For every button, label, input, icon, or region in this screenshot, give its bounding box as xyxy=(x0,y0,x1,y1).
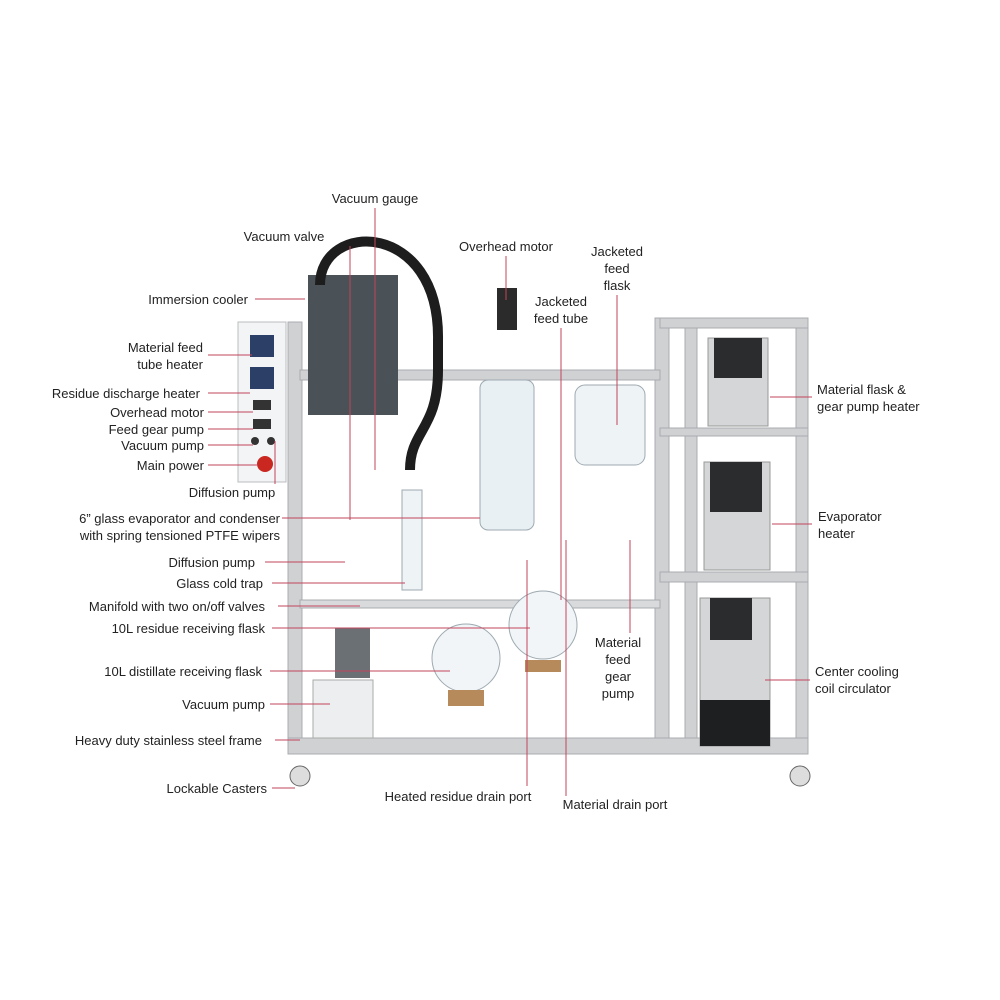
label-casters: Lockable Casters xyxy=(166,781,267,796)
label-vacuum-pump-panel: Vacuum pump xyxy=(121,438,204,453)
label-vacuum-valve: Vacuum valve xyxy=(243,229,325,244)
coolant-hose xyxy=(315,236,444,471)
label-center-cooling: Center cooling coil circulator xyxy=(815,663,899,697)
leader-lines xyxy=(208,208,812,796)
diffusion-pump-body xyxy=(335,628,370,678)
label-line: Evaporator xyxy=(818,509,882,524)
label-line: with spring tensioned PTFE wipers xyxy=(79,528,280,543)
main-power-switch[interactable] xyxy=(257,456,273,472)
label-heated-residue-drain: Heated residue drain port xyxy=(384,789,532,804)
label-residue-discharge-heater: Residue discharge heater xyxy=(51,386,200,401)
diffusion-pump-switch[interactable] xyxy=(267,437,275,445)
label-line: feed xyxy=(605,652,631,667)
overhead-motor-display xyxy=(253,400,271,410)
label-line: feed tube xyxy=(533,311,589,326)
glass-evaporator xyxy=(479,379,535,531)
label-line: pump xyxy=(601,686,635,701)
label-overhead-motor-top: Overhead motor xyxy=(459,239,553,254)
immersion-cooler xyxy=(308,275,398,415)
label-glass-cold-trap: Glass cold trap xyxy=(176,576,263,591)
glass-cold-trap xyxy=(401,489,423,591)
label-material-feed-gear-pump: Material feed gear pump xyxy=(595,634,641,702)
label-line: gear xyxy=(604,669,632,684)
label-evaporator-condenser: 6” glass evaporator and condenser with s… xyxy=(79,510,280,544)
label-residue-flask: 10L residue receiving flask xyxy=(111,621,265,636)
caster-left xyxy=(289,765,311,787)
feed-pump-display xyxy=(253,419,271,429)
label-line: coil circulator xyxy=(815,681,891,696)
jacketed-feed-flask xyxy=(574,384,646,466)
stainless-frame xyxy=(287,317,809,755)
residue-flask-stand xyxy=(525,660,561,672)
label-diffusion-pump: Diffusion pump xyxy=(168,555,255,570)
caster-right xyxy=(789,765,811,787)
residue-heater-display xyxy=(250,367,274,389)
label-line: gear pump heater xyxy=(817,399,920,414)
label-material-drain: Material drain port xyxy=(562,797,668,812)
label-line: tube heater xyxy=(137,357,203,372)
distillate-flask xyxy=(431,623,501,693)
vacuum-pump xyxy=(312,679,374,739)
label-distillate-flask: 10L distillate receiving flask xyxy=(104,664,262,679)
label-jacketed-feed-tube: Jacketed feed tube xyxy=(534,293,588,327)
vacuum-pump-switch[interactable] xyxy=(251,437,259,445)
residue-flask xyxy=(508,590,578,660)
label-jacketed-feed-flask: Jacketed feed flask xyxy=(591,243,643,294)
label-line: heater xyxy=(818,526,855,541)
label-immersion-cooler: Immersion cooler xyxy=(148,292,248,307)
label-diffusion-pump-panel: Diffusion pump xyxy=(188,485,276,500)
label-line: Material xyxy=(594,635,642,650)
heater-controller-top xyxy=(714,338,762,378)
circulator-base xyxy=(700,700,770,746)
label-line: Jacketed xyxy=(590,244,644,259)
label-line: Material flask & xyxy=(817,382,906,397)
label-material-flask-heater: Material flask & gear pump heater xyxy=(817,381,920,415)
label-material-feed-tube-heater: Material feed tube heater xyxy=(128,339,203,373)
feed-tube-heater-display xyxy=(250,335,274,357)
label-overhead-motor-panel: Overhead motor xyxy=(110,405,204,420)
distillate-flask-stand xyxy=(448,690,484,706)
label-frame: Heavy duty stainless steel frame xyxy=(74,733,262,748)
label-manifold: Manifold with two on/off valves xyxy=(88,599,265,614)
label-main-power: Main power xyxy=(136,458,204,473)
label-vacuum-pump: Vacuum pump xyxy=(182,697,265,712)
overhead-motor xyxy=(497,288,517,330)
label-line: flask xyxy=(603,278,631,293)
label-line: Center cooling xyxy=(815,664,899,679)
circulator-controller xyxy=(710,598,752,640)
label-evaporator-heater: Evaporator heater xyxy=(818,508,882,542)
label-feed-gear-pump: Feed gear pump xyxy=(108,422,204,437)
label-line: Jacketed xyxy=(534,294,588,309)
label-vacuum-gauge: Vacuum gauge xyxy=(331,191,419,206)
evaporator-heater-controller xyxy=(710,462,762,512)
label-line: feed xyxy=(604,261,630,276)
label-line: Material feed xyxy=(127,340,203,355)
label-line: 6” glass evaporator and condenser xyxy=(79,511,280,526)
